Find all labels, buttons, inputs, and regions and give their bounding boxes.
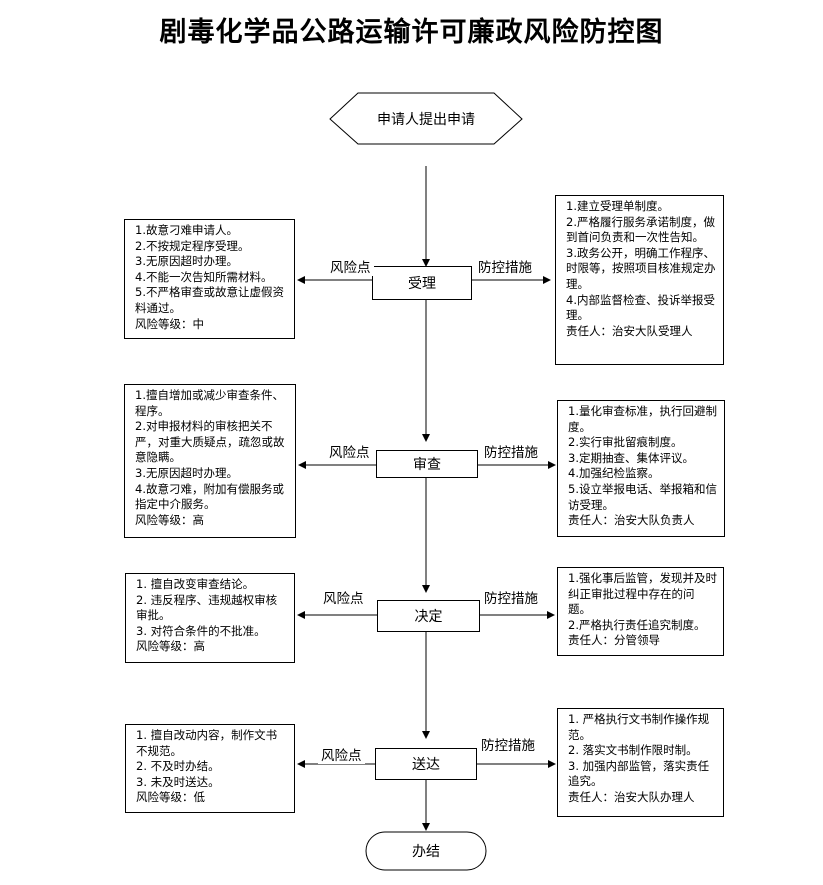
control-box-deliver: 1. 严格执行文书制作操作规范。 2. 落实文书制作限时制。 3. 加强内部监管… <box>557 708 724 817</box>
control-item: 5.设立举报电话、举报箱和信访受理。 <box>568 481 717 512</box>
risk-level: 风险等级：中 <box>135 316 204 331</box>
risk-item: 2. 不及时办结。 <box>136 759 220 774</box>
risk-item: 1. 擅自改动内容，制作文书不规范。 <box>136 728 278 758</box>
control-item: 1.建立受理单制度。 <box>566 199 669 213</box>
risk-item: 5.不严格审查或故意让虚假资料通过。 <box>135 285 284 315</box>
risk-item: 2. 违反程序、违规越权审核审批。 <box>136 592 278 623</box>
risk-item: 1. 擅自改变审查结论。 <box>136 577 255 591</box>
risk-label-accept: 风险点 <box>327 256 374 276</box>
risk-item: 2.对申报材料的审核把关不严，对重大质疑点，疏忽或故意隐瞒。 <box>135 419 285 465</box>
control-item: 3. 加强内部监管，落实责任追究。 <box>568 758 710 789</box>
risk-level: 风险等级：高 <box>136 639 205 654</box>
risk-label-review: 风险点 <box>326 441 373 461</box>
control-responsible: 责任人：治安大队负责人 <box>568 513 695 528</box>
control-responsible: 责任人：分管领导 <box>568 633 660 648</box>
control-item: 3.政务公开，明确工作程序、时限等，按照项目核准规定办理。 <box>566 245 716 291</box>
risk-item: 1.擅自增加或减少审查条件、程序。 <box>135 388 284 418</box>
stage-review-node: 审查 <box>376 450 478 478</box>
start-terminal-label: 申请人提出申请 <box>377 111 475 128</box>
control-item: 3.定期抽查、集体评议。 <box>568 450 694 465</box>
control-item: 4.内部监督检查、投诉举报受理。 <box>566 292 715 323</box>
control-label-deliver: 防控措施 <box>478 734 538 754</box>
risk-item: 1.故意刁难申请人。 <box>135 223 238 237</box>
control-item: 1.强化事后监管，发现并及时纠正审批过程中存在的问题。 <box>568 571 717 617</box>
risk-item: 3. 对符合条件的不批准。 <box>136 623 266 638</box>
control-responsible: 责任人：治安大队受理人 <box>566 323 693 338</box>
risk-box-review: 1.擅自增加或减少审查条件、程序。 2.对申报材料的审核把关不严，对重大质疑点，… <box>124 384 296 538</box>
control-box-accept: 1.建立受理单制度。 2.严格履行服务承诺制度，做到首问负责和一次性告知。 3.… <box>555 195 724 365</box>
risk-item: 4.不能一次告知所需材料。 <box>135 269 273 284</box>
control-box-decide: 1.强化事后监管，发现并及时纠正审批过程中存在的问题。 2.严格执行责任追究制度… <box>557 567 724 656</box>
stage-accept-node: 受理 <box>372 266 472 300</box>
risk-item: 2.不按规定程序受理。 <box>135 238 250 253</box>
control-label-decide: 防控措施 <box>481 587 541 607</box>
control-item: 2.实行审批留痕制度。 <box>568 435 683 450</box>
risk-label-deliver: 风险点 <box>318 744 365 764</box>
stage-deliver-node: 送达 <box>375 748 477 780</box>
control-item: 2.严格履行服务承诺制度，做到首问负责和一次性告知。 <box>566 214 715 245</box>
risk-item: 3.无原因超时办理。 <box>135 465 238 480</box>
risk-item: 4.故意刁难，附加有偿服务或指定中介服务。 <box>135 481 284 512</box>
risk-label-decide: 风险点 <box>320 587 367 607</box>
control-item: 4.加强纪检监察。 <box>568 466 660 481</box>
risk-box-deliver: 1. 擅自改动内容，制作文书不规范。 2. 不及时办结。 3. 未及时送达。 风… <box>125 724 295 813</box>
control-box-review: 1.量化审查标准，执行回避制度。 2.实行审批留痕制度。 3.定期抽查、集体评议… <box>557 400 725 537</box>
page-title: 剧毒化学品公路运输许可廉政风险防控图 <box>159 17 664 48</box>
risk-item: 3. 未及时送达。 <box>136 774 220 789</box>
control-item: 1.量化审查标准，执行回避制度。 <box>568 404 717 434</box>
end-terminal-shape <box>365 831 487 871</box>
end-terminal-label: 办结 <box>412 844 440 860</box>
start-terminal-shape <box>329 92 523 145</box>
risk-item: 3.无原因超时办理。 <box>135 254 238 269</box>
control-item: 2.严格执行责任追究制度。 <box>568 617 706 632</box>
risk-box-decide: 1. 擅自改变审查结论。 2. 违反程序、违规越权审核审批。 3. 对符合条件的… <box>125 573 295 663</box>
control-item: 1. 严格执行文书制作操作规范。 <box>568 712 710 742</box>
risk-level: 风险等级：低 <box>136 790 205 805</box>
control-item: 2. 落实文书制作限时制。 <box>568 743 698 758</box>
control-responsible: 责任人：治安大队办理人 <box>568 789 695 804</box>
risk-level: 风险等级：高 <box>135 512 204 527</box>
control-label-review: 防控措施 <box>481 441 541 461</box>
control-label-accept: 防控措施 <box>475 256 535 276</box>
stage-decide-node: 决定 <box>377 600 480 632</box>
risk-box-accept: 1.故意刁难申请人。 2.不按规定程序受理。 3.无原因超时办理。 4.不能一次… <box>124 219 295 339</box>
